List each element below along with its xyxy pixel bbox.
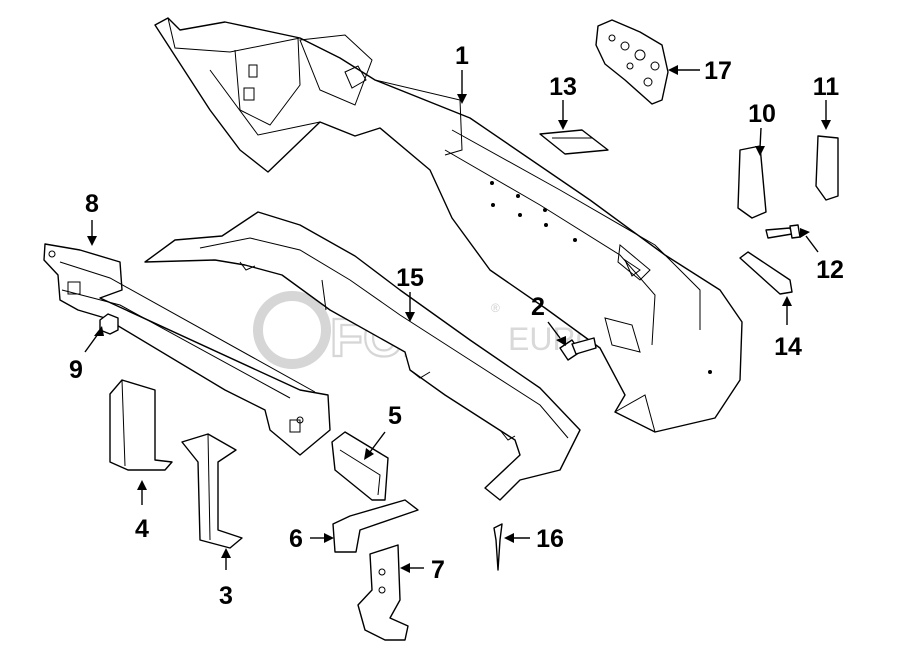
callout-5: 5: [388, 402, 402, 430]
callout-11: 11: [813, 73, 840, 101]
part-13-pad: [539, 129, 609, 155]
callout-6: 6: [289, 525, 303, 553]
watermark-registered-mark: ®: [491, 301, 500, 315]
part-6-bracket: [332, 499, 419, 553]
part-7-bracket: [357, 544, 409, 641]
part-16-push-pin: [493, 523, 503, 571]
callout-2: 2: [531, 293, 545, 321]
callout-1: 1: [455, 42, 469, 70]
callout-13: 13: [549, 73, 577, 101]
callout-labels: 1 2 3 4 5 6 7 8 9 10 11 12 13 14 15 16 1…: [69, 42, 844, 610]
part-3-bracket: [181, 433, 243, 549]
part-14-reflector: [739, 251, 793, 295]
part-8-beam: [43, 243, 331, 456]
callout-9: 9: [69, 356, 83, 384]
callout-15: 15: [396, 264, 424, 292]
callout-14: 14: [774, 333, 802, 361]
callout-3: 3: [219, 582, 233, 610]
part-12-rivet: [765, 224, 801, 239]
part-17-bracket: [595, 19, 669, 105]
part-10-molding: [737, 145, 767, 219]
part-5-bracket: [331, 431, 389, 501]
part-15-absorber: [144, 211, 581, 501]
callout-16: 16: [536, 525, 564, 553]
leader-lines: [84, 65, 831, 573]
part-11-molding: [815, 135, 839, 201]
callout-10: 10: [748, 100, 776, 128]
part-4-bracket: [109, 379, 173, 471]
callout-8: 8: [85, 190, 99, 218]
callout-7: 7: [431, 556, 445, 584]
part-1-bumper-cover: [154, 17, 743, 433]
callout-17: 17: [704, 57, 732, 85]
callout-12: 12: [816, 256, 844, 284]
callout-4: 4: [135, 515, 149, 543]
